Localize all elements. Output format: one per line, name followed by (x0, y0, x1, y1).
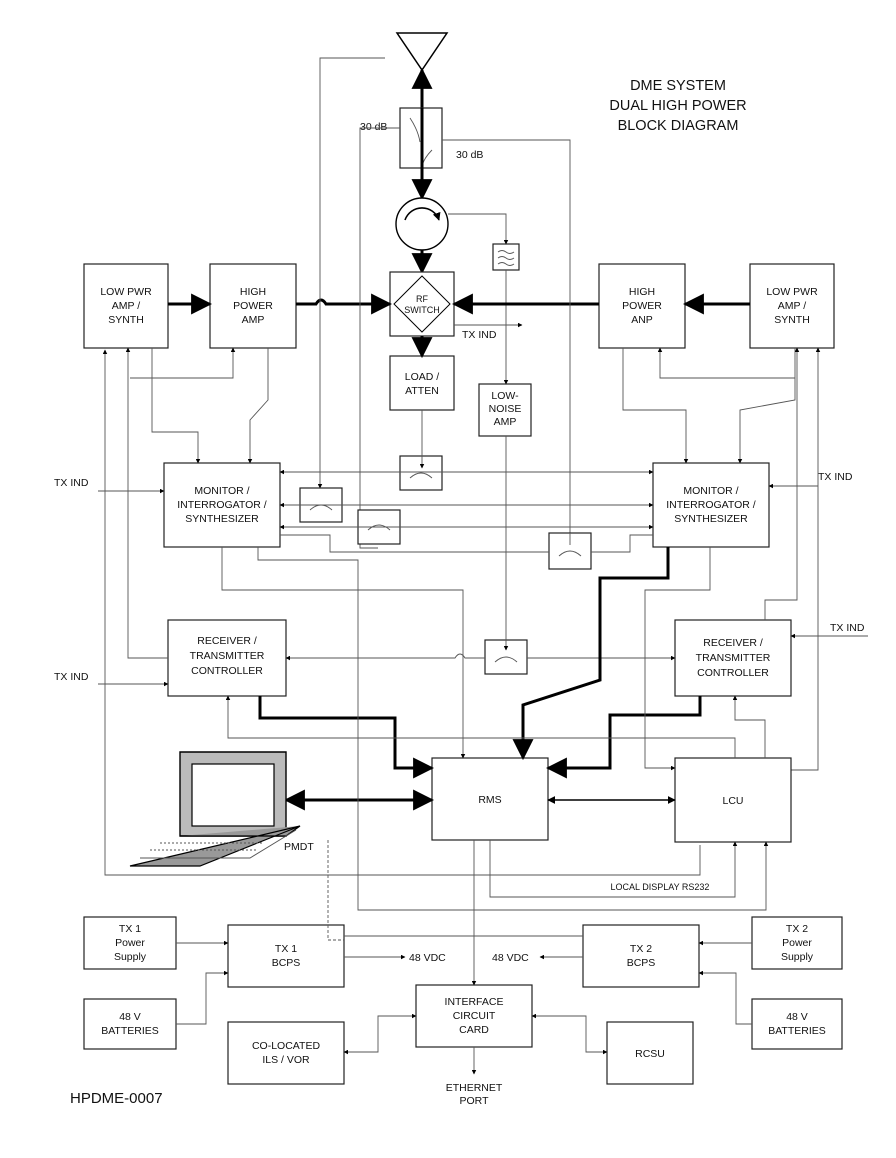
batt-right-label-1: 48 V (786, 1011, 808, 1023)
monitor-right-label-3: SYNTHESIZER (674, 513, 748, 525)
receiver-left-label-3: CONTROLLER (191, 665, 263, 677)
batt-left-label-1: 48 V (119, 1011, 141, 1023)
power-divider-top (399, 455, 443, 491)
tx2-bcps-label-1: TX 2 (630, 943, 652, 955)
rf-switch: RF SWITCH (389, 271, 455, 337)
interface-card-block: INTERFACE CIRCUIT CARD (415, 984, 533, 1048)
title-line-2: DUAL HIGH POWER (609, 98, 746, 114)
low-pwr-amp-right: LOW PWR AMP / SYNTH (749, 263, 835, 349)
receiver-left-block: RECEIVER / TRANSMITTER CONTROLLER (167, 619, 287, 697)
tx2-power-supply-block: TX 2 Power Supply (751, 916, 843, 970)
tx1-bcps-label-2: BCPS (272, 957, 301, 969)
tx-ind-rcv-right-label: TX IND (830, 622, 865, 634)
tx-ind-rcv-left-label: TX IND (54, 671, 89, 683)
receiver-left-label-2: TRANSMITTER (190, 650, 265, 662)
diagram-title: DME SYSTEM DUAL HIGH POWER BLOCK DIAGRAM (609, 78, 746, 134)
circulator-icon (395, 197, 449, 251)
receiver-right-label-1: RECEIVER / (703, 637, 763, 649)
monitor-left-label-1: MONITOR / (194, 485, 249, 497)
tx2-bcps-block: TX 2 BCPS (582, 924, 700, 988)
interface-label-2: CIRCUIT (453, 1010, 496, 1022)
ethernet-label-2: PORT (460, 1095, 490, 1107)
lpa-left-label-2: AMP / (112, 300, 140, 312)
monitor-left-block: MONITOR / INTERROGATOR / SYNTHESIZER (163, 462, 281, 548)
rcsu-label: RCSU (635, 1048, 665, 1060)
load-atten-label-1: LOAD / (405, 371, 440, 383)
vdc-left-label: 48 VDC (409, 952, 446, 964)
batteries-right-block: 48 V BATTERIES (751, 998, 843, 1050)
colocated-label-2: ILS / VOR (262, 1054, 310, 1066)
rf-switch-label-1: RF (416, 294, 428, 304)
tx2-power-label-3: Supply (781, 951, 814, 963)
coupler-right-label: 30 dB (456, 149, 483, 161)
antenna-icon (395, 32, 449, 108)
receiver-left-label-1: RECEIVER / (197, 635, 257, 647)
monitor-right-block: MONITOR / INTERROGATOR / SYNTHESIZER (652, 462, 770, 548)
high-power-amp-right: HIGH POWER ANP (598, 263, 686, 349)
colocated-block: CO-LOCATED ILS / VOR (227, 1021, 345, 1085)
hpa-left-label-1: HIGH (240, 286, 266, 298)
title-line-1: DME SYSTEM (630, 78, 726, 94)
interface-label-3: CARD (459, 1024, 489, 1036)
hpa-left-label-2: POWER (233, 300, 273, 312)
load-atten-label-2: ATTEN (405, 385, 439, 397)
lpa-right-label-3: SYNTH (774, 314, 810, 326)
receiver-right-block: RECEIVER / TRANSMITTER CONTROLLER (674, 619, 792, 697)
rms-block: RMS (431, 757, 549, 841)
interface-label-1: INTERFACE (445, 996, 504, 1008)
vdc-right-label: 48 VDC (492, 952, 529, 964)
tx1-power-label-2: Power (115, 937, 145, 949)
monitor-left-label-3: SYNTHESIZER (185, 513, 259, 525)
colocated-label-1: CO-LOCATED (252, 1040, 320, 1052)
lcu-label: LCU (722, 795, 743, 807)
batt-right-label-2: BATTERIES (768, 1025, 826, 1037)
tx1-bcps-label-1: TX 1 (275, 943, 297, 955)
tx1-power-supply-block: TX 1 Power Supply (83, 916, 177, 970)
tx2-power-label-2: Power (782, 937, 812, 949)
lcu-block: LCU (674, 757, 792, 843)
hpa-right-label-1: HIGH (629, 286, 655, 298)
tx2-power-label-1: TX 2 (786, 923, 808, 935)
lpa-left-label-3: SYNTH (108, 314, 144, 326)
batt-left-label-2: BATTERIES (101, 1025, 159, 1037)
hpa-right-label-3: ANP (631, 314, 653, 326)
tx-ind-mon-left-label: TX IND (54, 477, 89, 489)
tx1-power-label-1: TX 1 (119, 923, 141, 935)
lpa-right-label-2: AMP / (778, 300, 806, 312)
lpa-left-label-1: LOW PWR (100, 286, 152, 298)
high-power-amp-left: HIGH POWER AMP (209, 263, 297, 349)
coupler-left-label: 30 dB (360, 121, 387, 133)
rf-switch-label-2: SWITCH (404, 305, 440, 315)
tx-ind-mon-right-label: TX IND (818, 471, 853, 483)
monitor-left-label-2: INTERROGATOR / (177, 499, 267, 511)
pmdt-label: PMDT (284, 841, 314, 853)
lna-label-2: NOISE (489, 403, 522, 415)
batteries-left-block: 48 V BATTERIES (83, 998, 177, 1050)
local-display-label: LOCAL DISPLAY RS232 (611, 882, 710, 892)
receiver-right-label-3: CONTROLLER (697, 667, 769, 679)
low-pwr-amp-left: LOW PWR AMP / SYNTH (83, 263, 169, 349)
monitor-right-label-2: INTERROGATOR / (666, 499, 756, 511)
drawing-code: HPDME-0007 (70, 1090, 163, 1107)
lna-label-1: LOW- (491, 390, 519, 402)
hpa-left-label-3: AMP (242, 314, 265, 326)
tx2-bcps-label-2: BCPS (627, 957, 656, 969)
load-atten-block: LOAD / ATTEN (389, 355, 455, 411)
lpa-right-label-1: LOW PWR (766, 286, 818, 298)
bandpass-filter-icon (492, 243, 520, 271)
title-line-3: BLOCK DIAGRAM (618, 118, 739, 134)
rms-label: RMS (478, 794, 501, 806)
lna-label-3: AMP (494, 416, 517, 428)
pmdt-laptop-icon (129, 751, 301, 867)
rcsu-block: RCSU (606, 1021, 694, 1085)
hpa-right-label-2: POWER (622, 300, 662, 312)
tx1-power-label-3: Supply (114, 951, 147, 963)
monitor-right-label-1: MONITOR / (683, 485, 738, 497)
receiver-right-label-2: TRANSMITTER (696, 652, 771, 664)
low-noise-amp-block: LOW- NOISE AMP (478, 383, 532, 437)
tx1-bcps-block: TX 1 BCPS (227, 924, 345, 988)
ethernet-label-1: ETHERNET (446, 1082, 503, 1094)
tx-ind-rf-label: TX IND (462, 329, 497, 341)
